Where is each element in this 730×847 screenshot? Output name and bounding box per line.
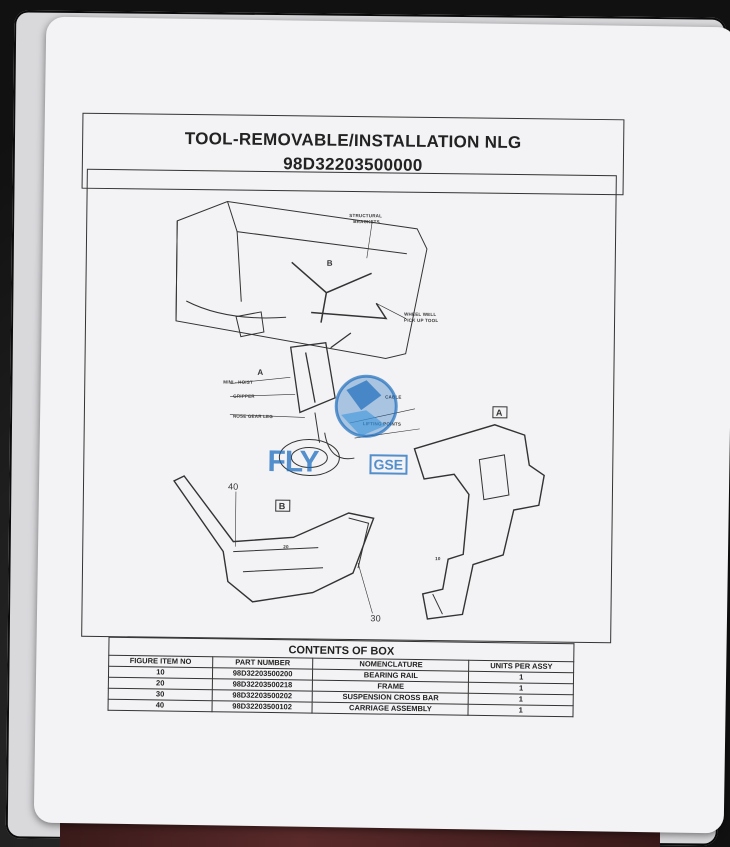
view-a-box bbox=[492, 406, 508, 419]
label-arrow-a: A bbox=[257, 367, 264, 377]
label-arrow-b: B bbox=[326, 258, 333, 268]
label-structural: STRUCTURAL bbox=[349, 212, 383, 219]
contents-of-box: CONTENTS OF BOX FIGURE ITEM NO PART NUMB… bbox=[108, 636, 575, 718]
frame-detail bbox=[432, 454, 510, 615]
label-mini-hoist: MINI - HOIST bbox=[223, 379, 253, 385]
wheel-well-outline bbox=[175, 200, 428, 359]
technical-drawing: STRUCTURAL BRACKETS WHEEL WELL PICK UP T… bbox=[81, 168, 617, 644]
label-brackets: BRACKETS bbox=[353, 219, 380, 225]
cell-units: 1 bbox=[468, 704, 574, 717]
carriage-view-b bbox=[173, 475, 375, 603]
cell-item: 40 bbox=[108, 699, 212, 712]
label-nose-gear-leg: NOSE GEAR LEG bbox=[232, 413, 274, 420]
ref-leaders bbox=[234, 491, 373, 614]
logo-globe-icon bbox=[334, 374, 398, 438]
view-b-box bbox=[275, 499, 291, 512]
carriage-detail bbox=[233, 517, 370, 573]
label-gripper: GRIPPER bbox=[233, 393, 255, 399]
label-view-b: B bbox=[278, 501, 286, 512]
frame-view-a bbox=[413, 424, 545, 620]
contents-table: FIGURE ITEM NO PART NUMBER NOMENCLATURE … bbox=[108, 655, 575, 718]
structure-lines bbox=[186, 231, 287, 319]
label-wheel-well: WHEEL WELL bbox=[404, 311, 437, 318]
ref-20: 20 bbox=[283, 544, 289, 550]
cell-name: CARRIAGE ASSEMBLY bbox=[312, 702, 469, 716]
tool-title: TOOL-REMOVABLE/INSTALLATION NLG bbox=[184, 128, 522, 153]
leader-lines bbox=[229, 221, 420, 439]
ref-40: 40 bbox=[227, 481, 239, 492]
label-pick-up-tool: PICK UP TOOL bbox=[404, 317, 439, 324]
label-view-a: A bbox=[495, 407, 503, 418]
mini-hoist-part bbox=[235, 311, 265, 338]
ref-30: 30 bbox=[370, 613, 381, 624]
ref-10: 10 bbox=[435, 556, 441, 562]
logo-gse-text: GSE bbox=[369, 454, 408, 475]
nose-wheel-hub bbox=[290, 447, 328, 469]
cell-part: 98D32203500102 bbox=[211, 700, 313, 714]
cable-line bbox=[314, 412, 355, 460]
watermark-logo: FLY GSE bbox=[267, 369, 428, 481]
logo-fly-text: FLY bbox=[267, 445, 319, 479]
drawing-svg bbox=[173, 200, 545, 620]
pickup-tool bbox=[291, 261, 388, 323]
gripper-assembly bbox=[289, 332, 352, 414]
nose-wheel bbox=[278, 439, 340, 477]
